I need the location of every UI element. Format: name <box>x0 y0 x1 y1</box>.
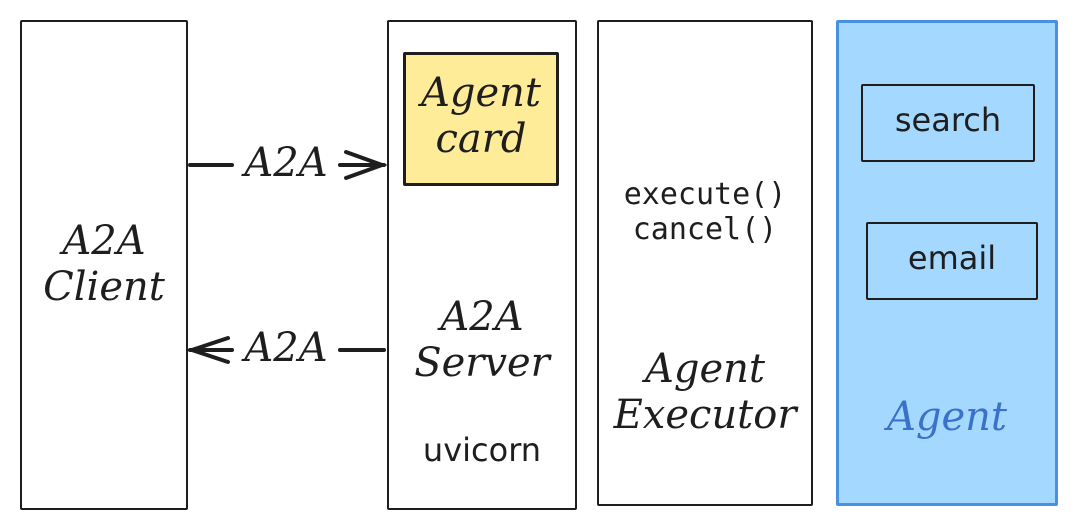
arrow-client-to-server <box>188 150 388 180</box>
search-tool-label: search <box>894 101 1002 139</box>
uvicorn-label: uvicorn <box>422 431 542 469</box>
a2a-client-label: A2A Client <box>43 218 165 310</box>
agent-executor-label: Agent Executor <box>613 346 797 438</box>
email-tool-label: email <box>907 239 997 277</box>
a2a-server-label: A2A Server <box>414 294 550 386</box>
agent-executor-box <box>597 20 813 506</box>
bottom-arrow-label: A2A <box>244 325 328 371</box>
a2a-client-box <box>20 20 188 510</box>
agent-card-box <box>403 52 559 186</box>
executor-methods: execute() cancel() <box>623 177 787 247</box>
arrow-server-to-client <box>185 336 386 364</box>
email-tool-box <box>866 222 1038 300</box>
agent-card-label: Agent card <box>421 70 541 162</box>
top-arrow-label: A2A <box>244 140 328 186</box>
agent-label: Agent <box>887 394 1007 440</box>
search-tool-box <box>861 84 1035 162</box>
